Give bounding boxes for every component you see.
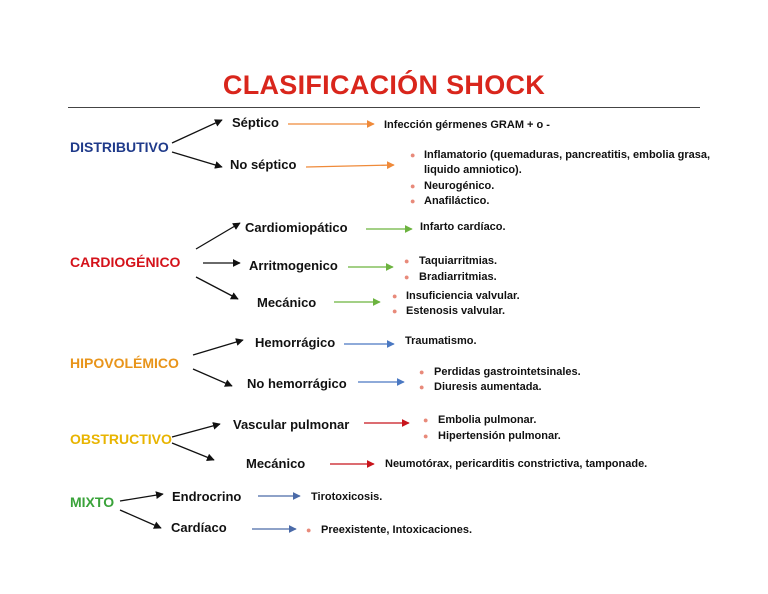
subtype-no-septico: No séptico: [230, 157, 297, 172]
arrow-cardiogenico-cardiomiopatico: [195, 222, 241, 250]
result-taquiarritmias: Taquiarritmias.: [419, 255, 498, 267]
bullet-icon: ●: [306, 525, 312, 535]
result-insuficiencia: Insuficiencia valvular.: [406, 290, 520, 302]
category-distributivo: DISTRIBUTIVO: [70, 139, 169, 155]
arrow-obstructivo-vascular: [171, 422, 221, 438]
category-obstructivo: OBSTRUCTIVO: [70, 431, 172, 447]
bullet-icon: ●: [410, 181, 416, 191]
bullet-icon: ●: [423, 431, 429, 441]
subtype-no-hemorragico: No hemorrágico: [247, 376, 347, 391]
subtype-mecanico-cardio: Mecánico: [257, 295, 317, 310]
result-diuresis: Diuresis aumentada.: [434, 381, 542, 393]
result-preexistente: Preexistente, Intoxicaciones.: [321, 524, 473, 536]
arrow-obstructivo-mecanico: [171, 442, 215, 461]
result-anafilactico: Anafiláctico.: [424, 195, 490, 207]
arrow-distributivo-septico: [171, 119, 223, 144]
result-perdidas: Perdidas gastrointetsinales.: [434, 366, 581, 378]
bullet-icon: ●: [410, 150, 416, 160]
result-bradiarritmias: Bradiarritmias.: [419, 271, 497, 283]
result-inflamatorio-cont: liquido amniotico).: [424, 164, 522, 176]
result-inflamatorio: Inflamatorio (quemaduras, pancreatitis, …: [424, 149, 711, 161]
title-divider: [68, 107, 700, 108]
bullet-icon: ●: [410, 196, 416, 206]
arrow-mixto-cardiaco: [119, 509, 162, 529]
arrow-mixto-endocrino: [119, 491, 164, 502]
subtype-cardiaco: Cardíaco: [171, 520, 227, 535]
arrow-hipovolemico-hemorragico: [192, 338, 244, 356]
result-septico: Infección gérmenes GRAM + o -: [384, 119, 550, 131]
bullet-icon: ●: [404, 256, 410, 266]
subtype-endocrino: Endrocrino: [172, 489, 242, 504]
arrow-distributivo-no-septico: [171, 151, 223, 169]
bullet-icon: ●: [404, 272, 410, 282]
result-embolia: Embolia pulmonar.: [438, 414, 537, 426]
arrow-cardiogenico-mecanico: [195, 276, 239, 300]
subtype-vascular-pulmonar: Vascular pulmonar: [233, 417, 350, 432]
arrow-no-septico-result: [305, 161, 395, 170]
bullet-icon: ●: [423, 415, 429, 425]
subtype-cardiomiopatico: Cardiomiopático: [245, 220, 348, 235]
bullet-icon: ●: [419, 382, 425, 392]
bullet-icon: ●: [392, 306, 398, 316]
bullet-icon: ●: [419, 367, 425, 377]
subtype-arritmogenico: Arritmogenico: [249, 258, 338, 273]
arrow-hipovolemico-no-hemorragico: [192, 368, 233, 387]
subtype-mecanico-obstr: Mecánico: [246, 456, 306, 471]
result-traumatismo: Traumatismo.: [405, 335, 477, 347]
subtype-septico: Séptico: [232, 115, 279, 130]
result-hipertension: Hipertensión pulmonar.: [438, 430, 561, 442]
result-neumotorax: Neumotórax, pericarditis constrictiva, t…: [385, 458, 648, 470]
subtype-hemorragico: Hemorrágico: [255, 335, 336, 350]
page-title: CLASIFICACIÓN SHOCK: [222, 70, 546, 100]
result-estenosis: Estenosis valvular.: [406, 305, 506, 317]
category-hipovolemico: HIPOVOLÉMICO: [70, 355, 179, 371]
result-tirotoxicosis: Tirotoxicosis.: [311, 491, 383, 503]
result-infarto: Infarto cardíaco.: [420, 221, 506, 233]
category-mixto: MIXTO: [70, 494, 115, 510]
category-cardiogenico: CARDIOGÉNICO: [70, 254, 181, 270]
result-neurogenico: Neurogénico.: [424, 180, 495, 192]
bullet-icon: ●: [392, 291, 398, 301]
